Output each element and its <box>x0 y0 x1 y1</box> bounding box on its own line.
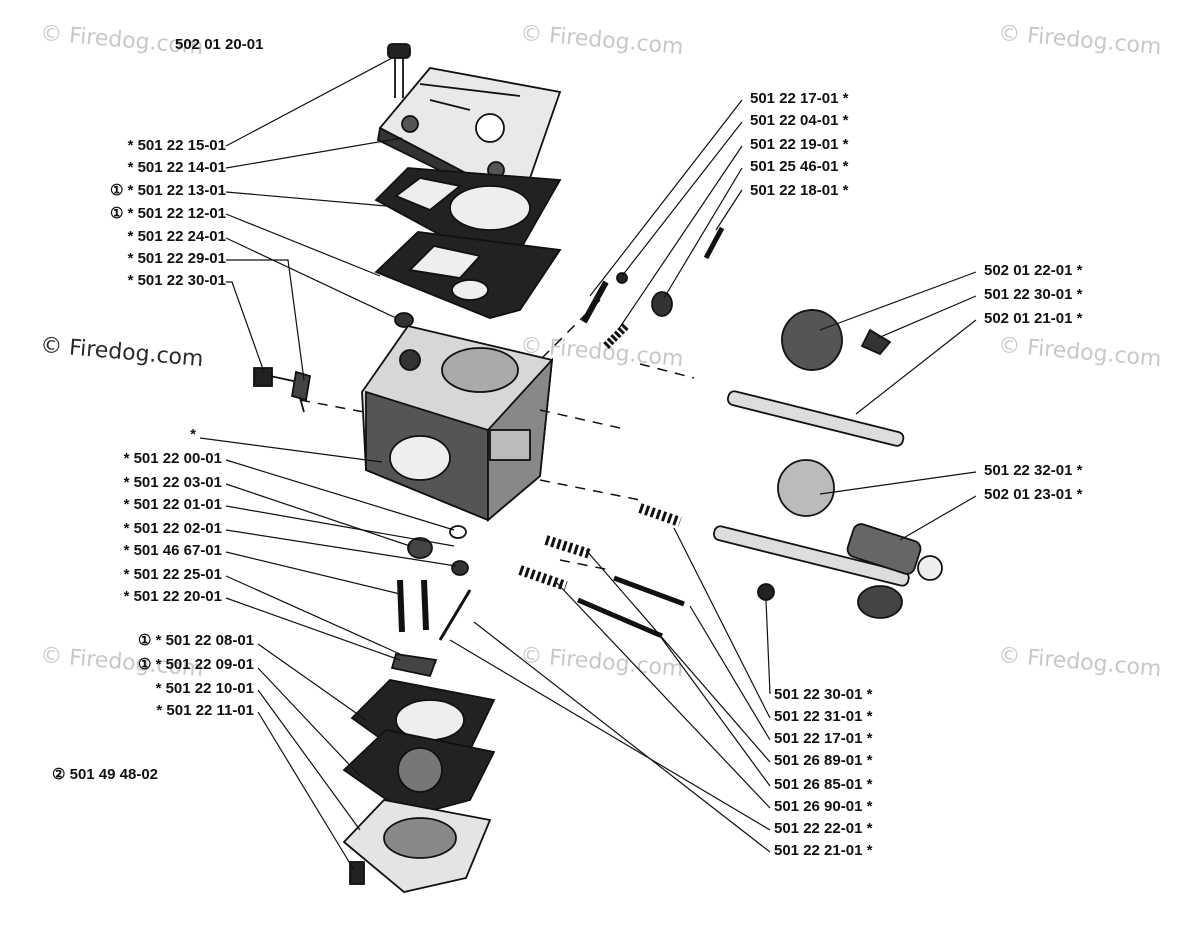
diaphragm-part <box>374 231 562 319</box>
part-label: 501 26 89-01 * <box>774 752 873 769</box>
needle-spring-part <box>581 226 725 349</box>
part-label: * 501 22 29-01 <box>127 250 226 267</box>
part-label: * 501 22 03-01 <box>123 474 222 491</box>
part-label: * 501 22 01-01 <box>123 496 222 513</box>
part-label: 501 25 46-01 * <box>750 158 849 175</box>
gasket-part <box>374 167 562 263</box>
throttle-shaft-part <box>726 309 905 447</box>
metering-diaphragm-part <box>342 679 496 893</box>
part-label: * <box>190 426 196 443</box>
part-label: * 501 22 00-01 <box>123 450 222 467</box>
choke-shaft-part <box>712 459 943 619</box>
small-rings-part <box>390 525 472 678</box>
part-label: * 501 22 14-01 <box>127 159 226 176</box>
spring-needle-part <box>518 503 685 639</box>
part-label: * 501 22 24-01 <box>127 228 226 245</box>
part-label: 501 22 17-01 * <box>774 730 873 747</box>
carburetor-body <box>361 324 554 522</box>
part-label: * 501 22 25-01 <box>123 566 222 583</box>
part-label: * 501 22 11-01 <box>156 702 254 719</box>
part-label: 502 01 23-01 * <box>984 486 1083 503</box>
screw-part <box>387 43 411 98</box>
part-label: ① * 501 22 13-01 <box>109 182 226 199</box>
assembly-part-number: 502 01 20-01 <box>175 36 264 53</box>
part-label: * 501 22 30-01 <box>127 272 226 289</box>
part-label: * 501 22 20-01 <box>123 588 222 605</box>
part-label: ① * 501 22 12-01 <box>109 205 226 222</box>
part-label: 501 22 17-01 * <box>750 90 849 107</box>
part-label: 501 22 31-01 * <box>774 708 873 725</box>
part-label: ① * 501 22 09-01 <box>137 656 254 673</box>
part-label: 501 22 32-01 * <box>984 462 1083 479</box>
part-label: 501 22 21-01 * <box>774 842 873 859</box>
part-label: 501 26 90-01 * <box>774 798 873 815</box>
part-label: * 501 22 10-01 <box>155 680 254 697</box>
note-part-number: ② 501 49 48-02 <box>52 766 159 783</box>
part-label: * 501 46 67-01 <box>123 542 222 559</box>
part-label: 501 22 19-01 * <box>750 136 849 153</box>
adjust-screw-part <box>253 367 312 413</box>
part-label: 501 22 30-01 * <box>984 286 1083 303</box>
part-label: 501 26 85-01 * <box>774 776 873 793</box>
part-label: 501 22 22-01 * <box>774 820 873 837</box>
part-label: 502 01 22-01 * <box>984 262 1083 279</box>
part-label: * 501 22 15-01 <box>127 137 226 154</box>
o-ring-part <box>394 312 414 328</box>
pump-cover-part <box>377 67 562 202</box>
part-label: 501 22 04-01 * <box>750 112 849 129</box>
part-label: 501 22 30-01 * <box>774 686 873 703</box>
part-label: ① * 501 22 08-01 <box>137 632 254 649</box>
part-label: * 501 22 02-01 <box>123 520 222 537</box>
part-label: 501 22 18-01 * <box>750 182 849 199</box>
part-label: 502 01 21-01 * <box>984 310 1083 327</box>
